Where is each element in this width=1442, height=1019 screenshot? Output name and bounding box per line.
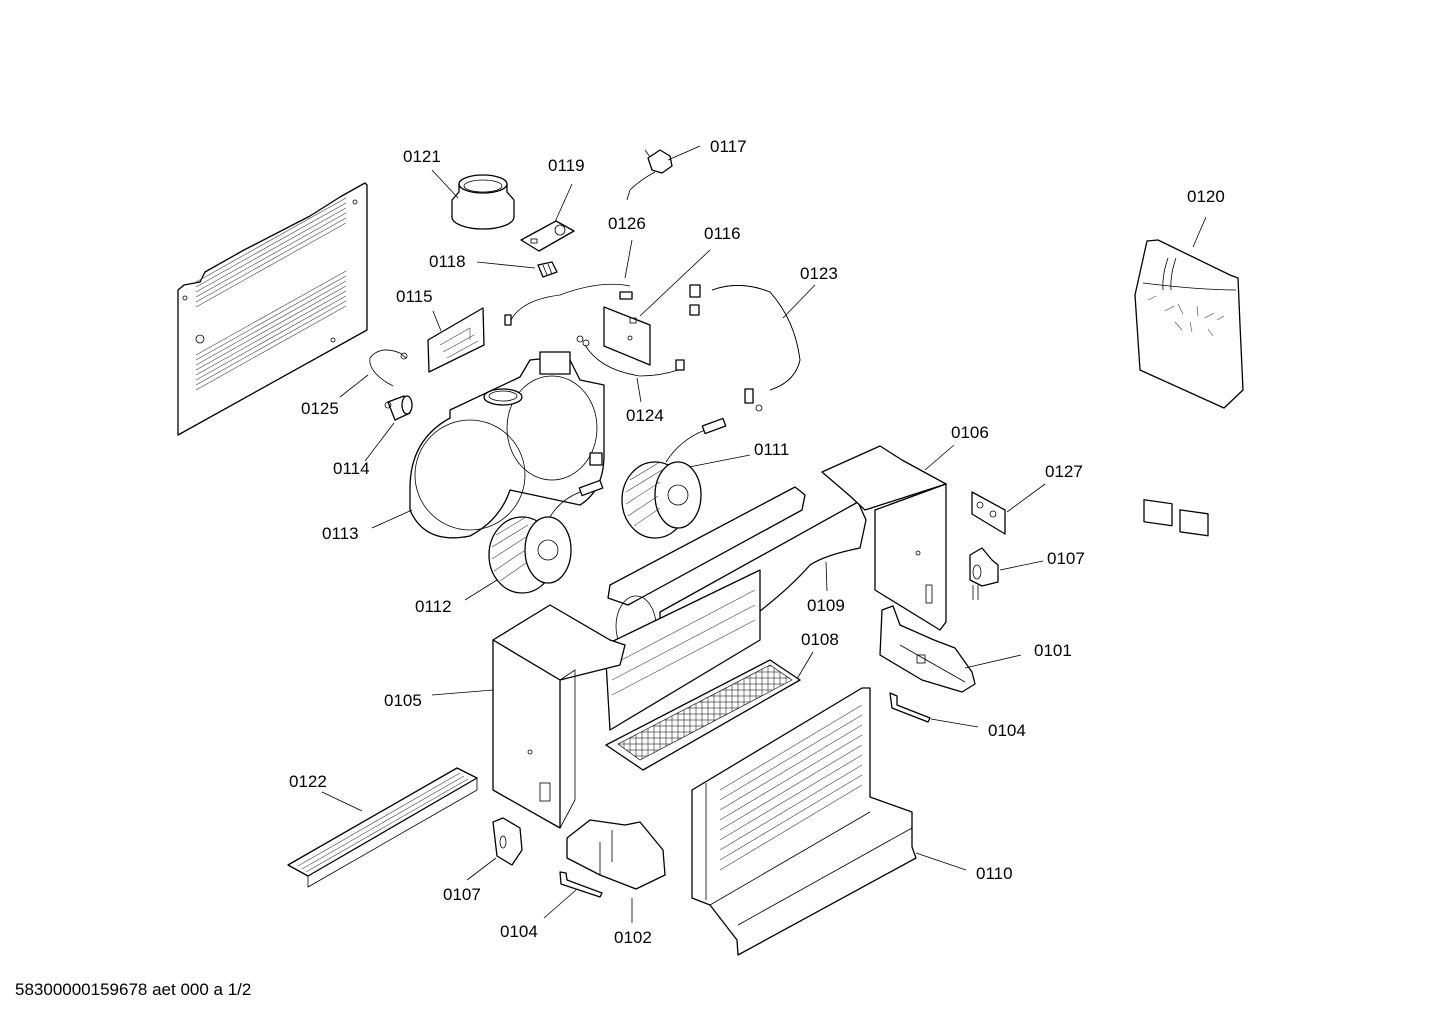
label-0126[interactable]: 0126 (608, 214, 646, 233)
part-0114-capacitor[interactable] (384, 395, 413, 421)
part-0112-fan-wheel[interactable] (488, 479, 604, 594)
label-0117[interactable]: 0117 (710, 137, 747, 156)
drawing-reference-footer: 58300000159678 aet 000 a 1/2 (15, 980, 252, 999)
label-0118[interactable]: 0118 (429, 252, 466, 271)
label-0113[interactable]: 0113 (322, 524, 359, 543)
part-0117-power-plug[interactable] (626, 149, 673, 201)
label-0122[interactable]: 0122 (289, 772, 327, 791)
label-0121[interactable]: 0121 (403, 147, 441, 166)
part-0119-small-board[interactable] (520, 220, 575, 252)
label-0110[interactable]: 0110 (976, 864, 1013, 883)
part-0120-screw-bag[interactable] (1134, 239, 1244, 537)
part-0104-hinge-slider-left[interactable] (559, 871, 603, 898)
part-0116-control-board[interactable] (603, 306, 651, 366)
label-0102[interactable]: 0102 (614, 928, 652, 947)
label-0106[interactable]: 0106 (951, 423, 989, 442)
part-0118-connector[interactable] (537, 261, 558, 278)
part-0123-long-harness[interactable] (689, 284, 801, 412)
part-0107-switch-clip-left[interactable] (492, 817, 523, 866)
label-0101[interactable]: 0101 (1034, 641, 1072, 660)
part-0126-cable[interactable] (504, 283, 633, 326)
label-0104-left[interactable]: 0104 (500, 922, 538, 941)
part-0106-side-panel[interactable] (821, 445, 947, 631)
part-0101-lamp-holder[interactable] (879, 605, 976, 693)
part-0104-hinge-slider-right[interactable] (889, 692, 931, 723)
label-0111[interactable]: 0111 (754, 440, 789, 459)
part-0127-bracket-plate[interactable] (971, 491, 1006, 535)
label-0104-right[interactable]: 0104 (988, 721, 1026, 740)
label-0123[interactable]: 0123 (800, 264, 838, 283)
label-0108[interactable]: 0108 (801, 630, 839, 649)
label-0109[interactable]: 0109 (807, 596, 845, 615)
label-0115[interactable]: 0115 (396, 287, 433, 306)
part-0122-mounting-rail[interactable] (287, 767, 478, 888)
label-0105[interactable]: 0105 (384, 691, 422, 710)
label-0116[interactable]: 0116 (704, 224, 741, 243)
label-0127[interactable]: 0127 (1045, 462, 1083, 481)
part-labels: 0121 0119 0117 0126 0116 0118 0115 0123 … (289, 137, 1225, 947)
part-0111-fan-wheel[interactable] (621, 417, 727, 539)
leader-lines (321, 145, 1207, 923)
label-0107-left[interactable]: 0107 (443, 885, 481, 904)
part-0113-fan-housing[interactable] (409, 351, 605, 539)
part-0107-switch-clip-right[interactable] (969, 547, 999, 600)
part-0115-circuit-board[interactable] (427, 307, 485, 373)
part-0110-front-panel[interactable] (691, 687, 917, 956)
part-0108-grease-filter[interactable] (605, 659, 801, 771)
part-0109-air-duct[interactable] (604, 486, 867, 731)
label-0120[interactable]: 0120 (1187, 187, 1225, 206)
part-back-wall-panel[interactable] (177, 182, 368, 436)
label-0119[interactable]: 0119 (548, 156, 585, 175)
label-0124[interactable]: 0124 (626, 406, 664, 425)
part-0102-lamp-holder[interactable] (566, 819, 666, 890)
label-0112[interactable]: 0112 (415, 597, 452, 616)
label-0114[interactable]: 0114 (333, 459, 370, 478)
part-0124-wire-harness[interactable] (576, 335, 685, 377)
part-0105-side-panel[interactable] (492, 604, 626, 829)
part-0121-duct-collar[interactable] (451, 174, 515, 230)
label-0125[interactable]: 0125 (301, 399, 339, 418)
part-0125-wire-lead[interactable] (369, 349, 408, 387)
label-0107-right[interactable]: 0107 (1047, 549, 1085, 568)
